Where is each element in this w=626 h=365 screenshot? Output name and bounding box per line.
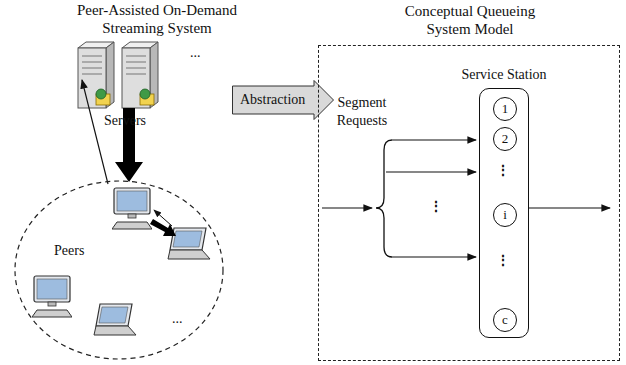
server-circle: i (493, 203, 517, 227)
node-text: Service Station (461, 66, 546, 84)
output-arrow (529, 207, 610, 208)
peer-group: Peers (14, 180, 224, 360)
service-station: Service Station12ic (479, 88, 529, 338)
request-arrow-1 (392, 139, 476, 140)
input-arrow (322, 207, 372, 208)
request-arrow-2 (386, 171, 476, 172)
servers-label: Servers (104, 112, 146, 130)
queueing-model-frame: Conceptual Queueing System ModelService … (318, 45, 620, 361)
server-circle: 2 (493, 127, 517, 151)
system-title: Peer-Assisted On-Demand Streaming System (62, 1, 252, 37)
peer-icons (32, 188, 210, 335)
node-text: Abstraction (240, 91, 305, 109)
request-arrow (82, 80, 108, 184)
request-arrow-3 (392, 256, 476, 257)
server-number: c (502, 313, 508, 327)
server-icons (78, 42, 158, 108)
server-number: i (503, 208, 507, 222)
ellipsis: ... (172, 310, 183, 328)
server-number: 2 (502, 132, 509, 146)
vertical-ellipsis: ⋮ (496, 252, 510, 270)
vertical-ellipsis: ⋮ (496, 162, 510, 180)
node-text: Conceptual Queueing System Model (395, 2, 545, 38)
server-circle: c (493, 308, 517, 332)
vertical-ellipsis: ⋮ (429, 198, 443, 216)
ellipsis: ... (190, 44, 201, 62)
dashed-ellipse (14, 180, 224, 360)
node-text: Peers (54, 242, 84, 260)
segment-requests-label: Segment Requests (325, 94, 399, 130)
brace (376, 140, 392, 257)
peer-delivery-arrow (150, 219, 176, 236)
server-number: 1 (502, 102, 509, 116)
server-circle: 1 (493, 97, 517, 121)
